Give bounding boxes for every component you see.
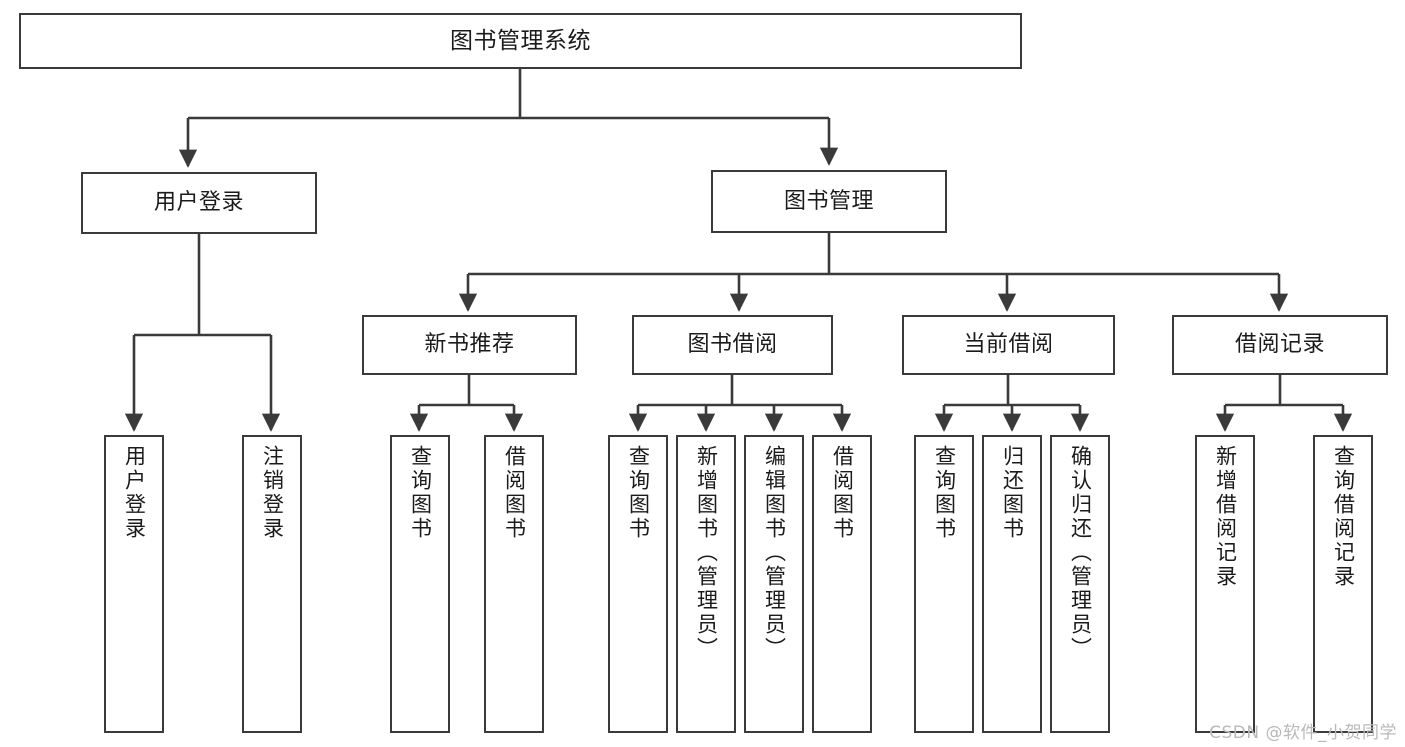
node-current-borrow-label: 当前借阅: [963, 332, 1054, 358]
node-leaf-query-book-borrow[interactable]: 查询图书: [608, 435, 668, 733]
node-leaf-edit-book-admin[interactable]: 编辑图书（管理员）: [744, 435, 804, 733]
node-leaf-query-book-borrow-label: 查询图书: [626, 445, 651, 541]
node-leaf-add-book-admin[interactable]: 新增图书（管理员）: [676, 435, 736, 733]
node-leaf-edit-book-admin-label: 编辑图书（管理员）: [762, 445, 787, 661]
node-new-book-rec-label: 新书推荐: [424, 332, 515, 358]
node-user-login-label: 用户登录: [153, 190, 244, 216]
watermark: CSDN @软件_小贺同学: [1209, 723, 1397, 743]
node-leaf-confirm-return-admin[interactable]: 确认归还（管理员）: [1050, 435, 1110, 733]
node-leaf-logout-label: 注销登录: [260, 445, 285, 541]
node-root-label: 图书管理系统: [450, 27, 591, 54]
node-current-borrow[interactable]: 当前借阅: [902, 315, 1115, 375]
node-leaf-return-book-label: 归还图书: [1000, 445, 1025, 541]
node-leaf-query-borrow-record[interactable]: 查询借阅记录: [1313, 435, 1373, 733]
node-leaf-borrow-book-rec-label: 借阅图书: [502, 445, 527, 541]
node-book-borrow[interactable]: 图书借阅: [632, 315, 833, 375]
node-leaf-user-login[interactable]: 用户登录: [104, 435, 164, 733]
node-user-login[interactable]: 用户登录: [81, 172, 317, 234]
node-leaf-query-book-current-label: 查询图书: [932, 445, 957, 541]
node-borrow-record-label: 借阅记录: [1234, 332, 1325, 358]
node-new-book-rec[interactable]: 新书推荐: [362, 315, 577, 375]
node-leaf-borrow-book-rec[interactable]: 借阅图书: [484, 435, 544, 733]
node-leaf-return-book[interactable]: 归还图书: [982, 435, 1042, 733]
node-book-borrow-label: 图书借阅: [687, 332, 778, 358]
node-leaf-add-book-admin-label: 新增图书（管理员）: [694, 445, 719, 661]
node-leaf-user-login-label: 用户登录: [122, 445, 147, 541]
node-leaf-add-borrow-record-label: 新增借阅记录: [1213, 445, 1238, 589]
node-leaf-confirm-return-admin-label: 确认归还（管理员）: [1068, 445, 1093, 661]
node-leaf-borrow-book[interactable]: 借阅图书: [812, 435, 872, 733]
node-leaf-query-borrow-record-label: 查询借阅记录: [1331, 445, 1356, 589]
node-leaf-logout[interactable]: 注销登录: [242, 435, 302, 733]
node-leaf-query-book-rec-label: 查询图书: [408, 445, 433, 541]
node-book-manage[interactable]: 图书管理: [711, 170, 947, 233]
node-leaf-query-book-rec[interactable]: 查询图书: [390, 435, 450, 733]
node-leaf-add-borrow-record[interactable]: 新增借阅记录: [1195, 435, 1255, 733]
node-book-manage-label: 图书管理: [783, 188, 874, 214]
node-leaf-borrow-book-label: 借阅图书: [830, 445, 855, 541]
node-root[interactable]: 图书管理系统: [19, 13, 1022, 69]
node-borrow-record[interactable]: 借阅记录: [1172, 315, 1388, 375]
node-leaf-query-book-current[interactable]: 查询图书: [914, 435, 974, 733]
